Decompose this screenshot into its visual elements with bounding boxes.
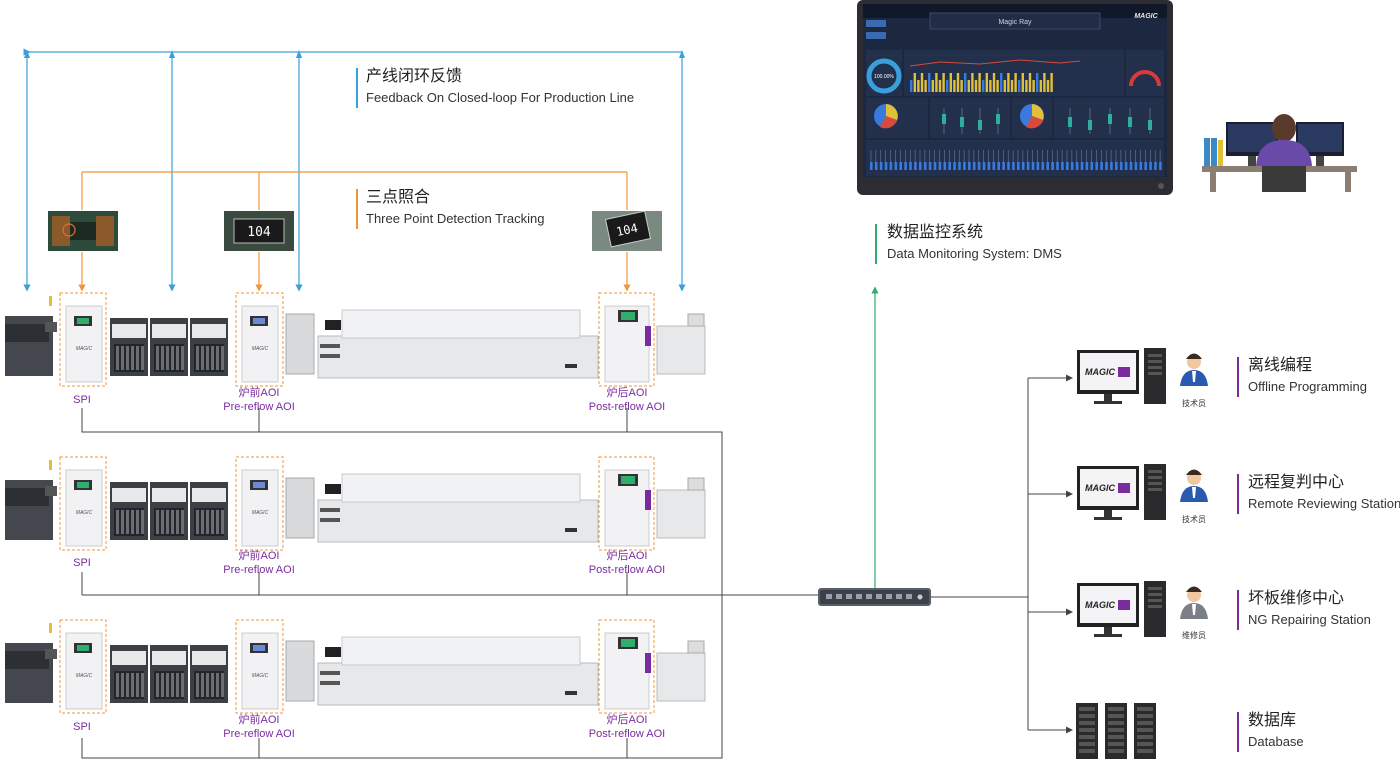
spi-label-1: SPI <box>73 394 91 406</box>
dms-title-cn: 数据监控系统 <box>887 224 984 241</box>
spi-frame <box>59 456 107 551</box>
pre-aoi-en-1: Pre-reflow AOI <box>223 401 295 413</box>
post-aoi-cn-1: 炉后AOI <box>606 387 648 399</box>
spi-brand: MAGIC <box>76 510 93 516</box>
operator-illustration <box>1202 114 1357 192</box>
client-station-3: MAGIC <box>1077 581 1208 637</box>
pre-aoi-en-2: Pre-reflow AOI <box>223 564 295 576</box>
server-3 <box>1134 703 1156 759</box>
pre-aoi-cn-3: 炉前AOI <box>238 714 280 726</box>
spi-label-3: SPI <box>73 721 91 733</box>
pre-aoi-cn-2: 炉前AOI <box>238 550 280 562</box>
screen-brand: MAGIC <box>1085 600 1115 610</box>
client-3-role: 维修员 <box>1182 631 1206 640</box>
image-3-label: 104 <box>615 221 639 239</box>
monitor-bar-chart <box>909 59 1081 92</box>
client-accent-1 <box>1237 357 1239 397</box>
gauge-value: 100.00% <box>874 74 894 80</box>
server-2 <box>1105 703 1127 759</box>
dms-monitor: Magic Ray MAGIC 100.00% <box>857 0 1173 195</box>
production-lines: MAGIC MAGIC MAGIC MAGIC MAGIC MAGIC <box>5 292 706 714</box>
spi-label-2: SPI <box>73 557 91 569</box>
spi-brand: MAGIC <box>76 673 93 679</box>
inspection-image-2: 104 <box>224 211 294 251</box>
client-1-en: Offline Programming <box>1248 379 1367 394</box>
feedback-title-cn: 产线闭环反馈 <box>366 68 463 85</box>
tracking-title-en: Three Point Detection Tracking <box>366 211 545 226</box>
client-1-cn: 离线编程 <box>1248 357 1313 374</box>
monitor-title: Magic Ray <box>998 19 1032 26</box>
unloader <box>656 325 706 375</box>
post-aoi-en-3: Post-reflow AOI <box>588 728 666 740</box>
unloader <box>656 489 706 539</box>
database-servers <box>1076 703 1156 759</box>
dms-title-en: Data Monitoring System: DMS <box>887 246 1062 261</box>
monitor-lower-chart <box>870 150 1162 170</box>
feedback-loop-lines <box>23 51 686 292</box>
post-aoi-frame <box>598 456 655 551</box>
client-1-role: 技术员 <box>1182 399 1206 408</box>
monitor-brand: MAGIC <box>1134 13 1158 20</box>
pre-aoi-brand: MAGIC <box>252 510 269 516</box>
client-station-2: MAGIC <box>1077 464 1208 520</box>
post-aoi-en-1: Post-reflow AOI <box>588 401 666 413</box>
client-accent-3 <box>1237 590 1239 630</box>
pre-aoi-brand: MAGIC <box>252 673 269 679</box>
client-2-en: Remote Reviewing Station <box>1248 496 1400 511</box>
feedback-accent <box>356 68 358 108</box>
screen-brand: MAGIC <box>1085 483 1115 493</box>
conveyor <box>285 313 315 375</box>
client-accent-2 <box>1237 474 1239 514</box>
production-line-3: MAGIC MAGIC <box>5 619 706 714</box>
reflow-oven <box>317 335 599 379</box>
spi-frame <box>59 619 107 714</box>
post-aoi-frame <box>598 292 655 387</box>
inspection-image-3: 104 <box>592 210 662 251</box>
client-stations: MAGIC MAGIC MAGIC <box>1077 348 1208 637</box>
tracking-accent <box>356 189 358 229</box>
network-lines <box>81 374 1073 759</box>
client-3-en: NG Repairing Station <box>1248 612 1371 627</box>
client-2-cn: 远程复判中心 <box>1248 474 1345 491</box>
spi-frame <box>59 292 107 387</box>
client-3-cn: 坏板维修中心 <box>1248 590 1345 607</box>
client-accent-4 <box>1237 712 1239 752</box>
unloader <box>656 652 706 702</box>
client-4-en: Database <box>1248 734 1304 749</box>
production-line-1: MAGIC MAGIC <box>5 292 706 387</box>
feedback-top-arrows <box>24 50 685 58</box>
production-line-2: MAGIC MAGIC <box>5 456 706 551</box>
post-aoi-frame <box>598 619 655 714</box>
inspection-image-1 <box>48 211 118 251</box>
reflow-oven <box>317 662 599 706</box>
monitor-candle-chart <box>942 108 1152 134</box>
post-aoi-en-2: Post-reflow AOI <box>588 564 666 576</box>
post-aoi-cn-3: 炉后AOI <box>606 714 648 726</box>
dms-accent <box>875 224 877 264</box>
feedback-title-en: Feedback On Closed-loop For Production L… <box>366 90 635 105</box>
conveyor <box>285 640 315 702</box>
client-2-role: 技术员 <box>1182 515 1206 524</box>
pre-aoi-cn-1: 炉前AOI <box>238 387 280 399</box>
spi-brand: MAGIC <box>76 346 93 352</box>
conveyor <box>285 477 315 539</box>
client-4-cn: 数据库 <box>1248 712 1297 729</box>
screen-brand: MAGIC <box>1085 367 1115 377</box>
tracking-lines <box>78 171 631 292</box>
client-station-1: MAGIC <box>1077 348 1208 404</box>
post-aoi-cn-2: 炉后AOI <box>606 550 648 562</box>
server-1 <box>1076 703 1098 759</box>
image-2-label: 104 <box>247 225 271 240</box>
pre-aoi-brand: MAGIC <box>252 346 269 352</box>
network-switch <box>818 588 931 606</box>
tracking-title-cn: 三点照合 <box>366 189 431 206</box>
reflow-oven <box>317 499 599 543</box>
pre-aoi-en-3: Pre-reflow AOI <box>223 728 295 740</box>
